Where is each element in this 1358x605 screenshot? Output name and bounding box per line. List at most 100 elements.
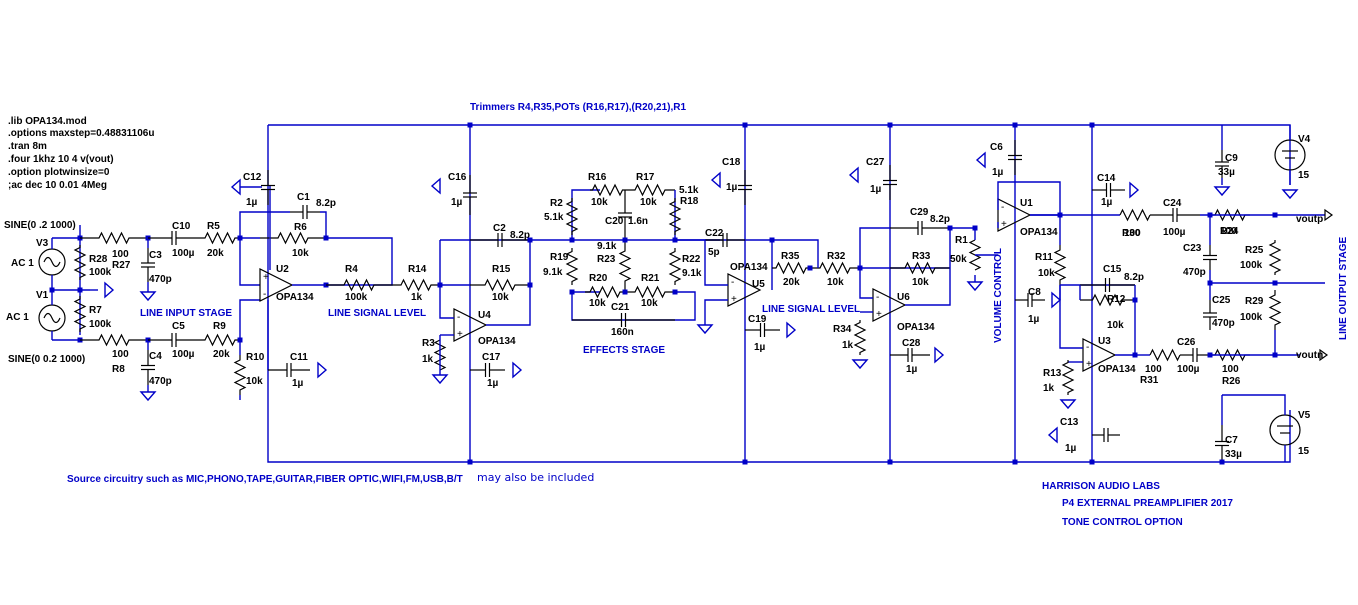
ground-icon (696, 324, 714, 335)
wire (1209, 270, 1325, 284)
component-value: 8.2p (930, 214, 950, 225)
ground-icon (512, 361, 523, 379)
stage-label-line-level-1: LINE SIGNAL LEVEL (328, 308, 426, 319)
resistor-R16: R16 10k (588, 172, 625, 208)
component-name: R25 (1245, 245, 1264, 256)
component-name: C14 (1097, 173, 1116, 184)
component-name: R7 (89, 305, 102, 316)
opamp-pin: - (876, 292, 879, 303)
component-value: 1k (1043, 383, 1055, 394)
component-value: 1µ (451, 197, 463, 208)
source-note: Source circuitry such as MIC,PHONO,TAPE,… (67, 474, 463, 485)
ground-icon (975, 151, 986, 169)
component-name: R31 (1140, 375, 1159, 386)
component-value: 33µ (1225, 449, 1242, 460)
junction-dot (77, 287, 83, 293)
component-name: C24 (1163, 198, 1182, 209)
wire (675, 239, 728, 286)
component-name: R21 (641, 273, 660, 284)
opamp-pin: + (1001, 219, 1007, 230)
capacitor-C1: C1 8.2p (290, 192, 336, 219)
component-value: 1µ (754, 342, 766, 353)
component-name: C6 (990, 142, 1003, 153)
component-value: 10k (589, 298, 606, 309)
component-name: U1 (1020, 198, 1033, 209)
component-name: C20 (605, 216, 624, 227)
component-name: R32 (827, 251, 846, 262)
junction-dot (527, 282, 533, 288)
junction-dot (569, 289, 575, 295)
component-value: 160n (611, 327, 634, 338)
component-value: 8.2p (1124, 272, 1144, 283)
component-value: 33µ (1218, 167, 1235, 178)
component-value: 100k (89, 319, 112, 330)
net-label-voutn: voutn (1296, 350, 1323, 361)
ground-icon (966, 281, 984, 292)
component-name: R13 (1043, 368, 1062, 379)
component-name: U4 (478, 310, 491, 321)
component-name: R29 (1245, 296, 1264, 307)
opamp-pin: - (457, 312, 460, 323)
ground-icon (104, 281, 115, 299)
wire (268, 124, 1291, 185)
capacitor-C2: C28.2p (470, 223, 530, 247)
component-name: R4 (345, 264, 358, 275)
component-value: 1µ (1028, 314, 1040, 325)
component-value: 10k (1107, 320, 1124, 331)
opamp-pin: + (731, 294, 737, 305)
component-name: C1 (297, 192, 310, 203)
component-name: C29 (910, 207, 929, 218)
component-value: 10k (292, 248, 309, 259)
ground-icon (230, 178, 241, 196)
component-value: 8.2p (316, 198, 336, 209)
component-name: U5 (752, 279, 765, 290)
component-value: 10k (246, 376, 263, 387)
wire (320, 211, 327, 238)
component-name: R14 (408, 264, 427, 275)
component-name: R16 (588, 172, 607, 183)
component-value: 100µ (172, 248, 195, 259)
component-value: 100 (112, 349, 129, 360)
junction-dot (972, 225, 978, 231)
component-value: 10k (591, 197, 608, 208)
component-name: C25 (1212, 295, 1231, 306)
ground-icon (1129, 181, 1140, 199)
source-ac-v3: AC 1 (11, 258, 34, 269)
component-name: C22 (705, 228, 724, 239)
component-name: R18 (680, 196, 699, 207)
component-value: OPA134 (276, 292, 314, 303)
component-value: 50k (950, 254, 967, 265)
component-value: 1µ (1065, 443, 1077, 454)
output-port-icon (1324, 208, 1334, 222)
component-value: 100 (1222, 364, 1239, 375)
opamp-pin: - (1001, 202, 1004, 213)
wire (1222, 394, 1286, 415)
ground-icon (1281, 189, 1299, 200)
source-spec-v3: SINE(0 .2 1000) (4, 220, 76, 231)
junction-dot (1272, 280, 1278, 286)
wire (859, 227, 890, 268)
component-value: 5p (708, 247, 720, 258)
component-value: 9.1k (543, 267, 563, 278)
capacitor-C22: C22 5p (705, 228, 745, 258)
source-name-v4: V4 (1298, 134, 1311, 145)
component-name: R28 (89, 254, 108, 265)
ground-icon (934, 346, 945, 364)
